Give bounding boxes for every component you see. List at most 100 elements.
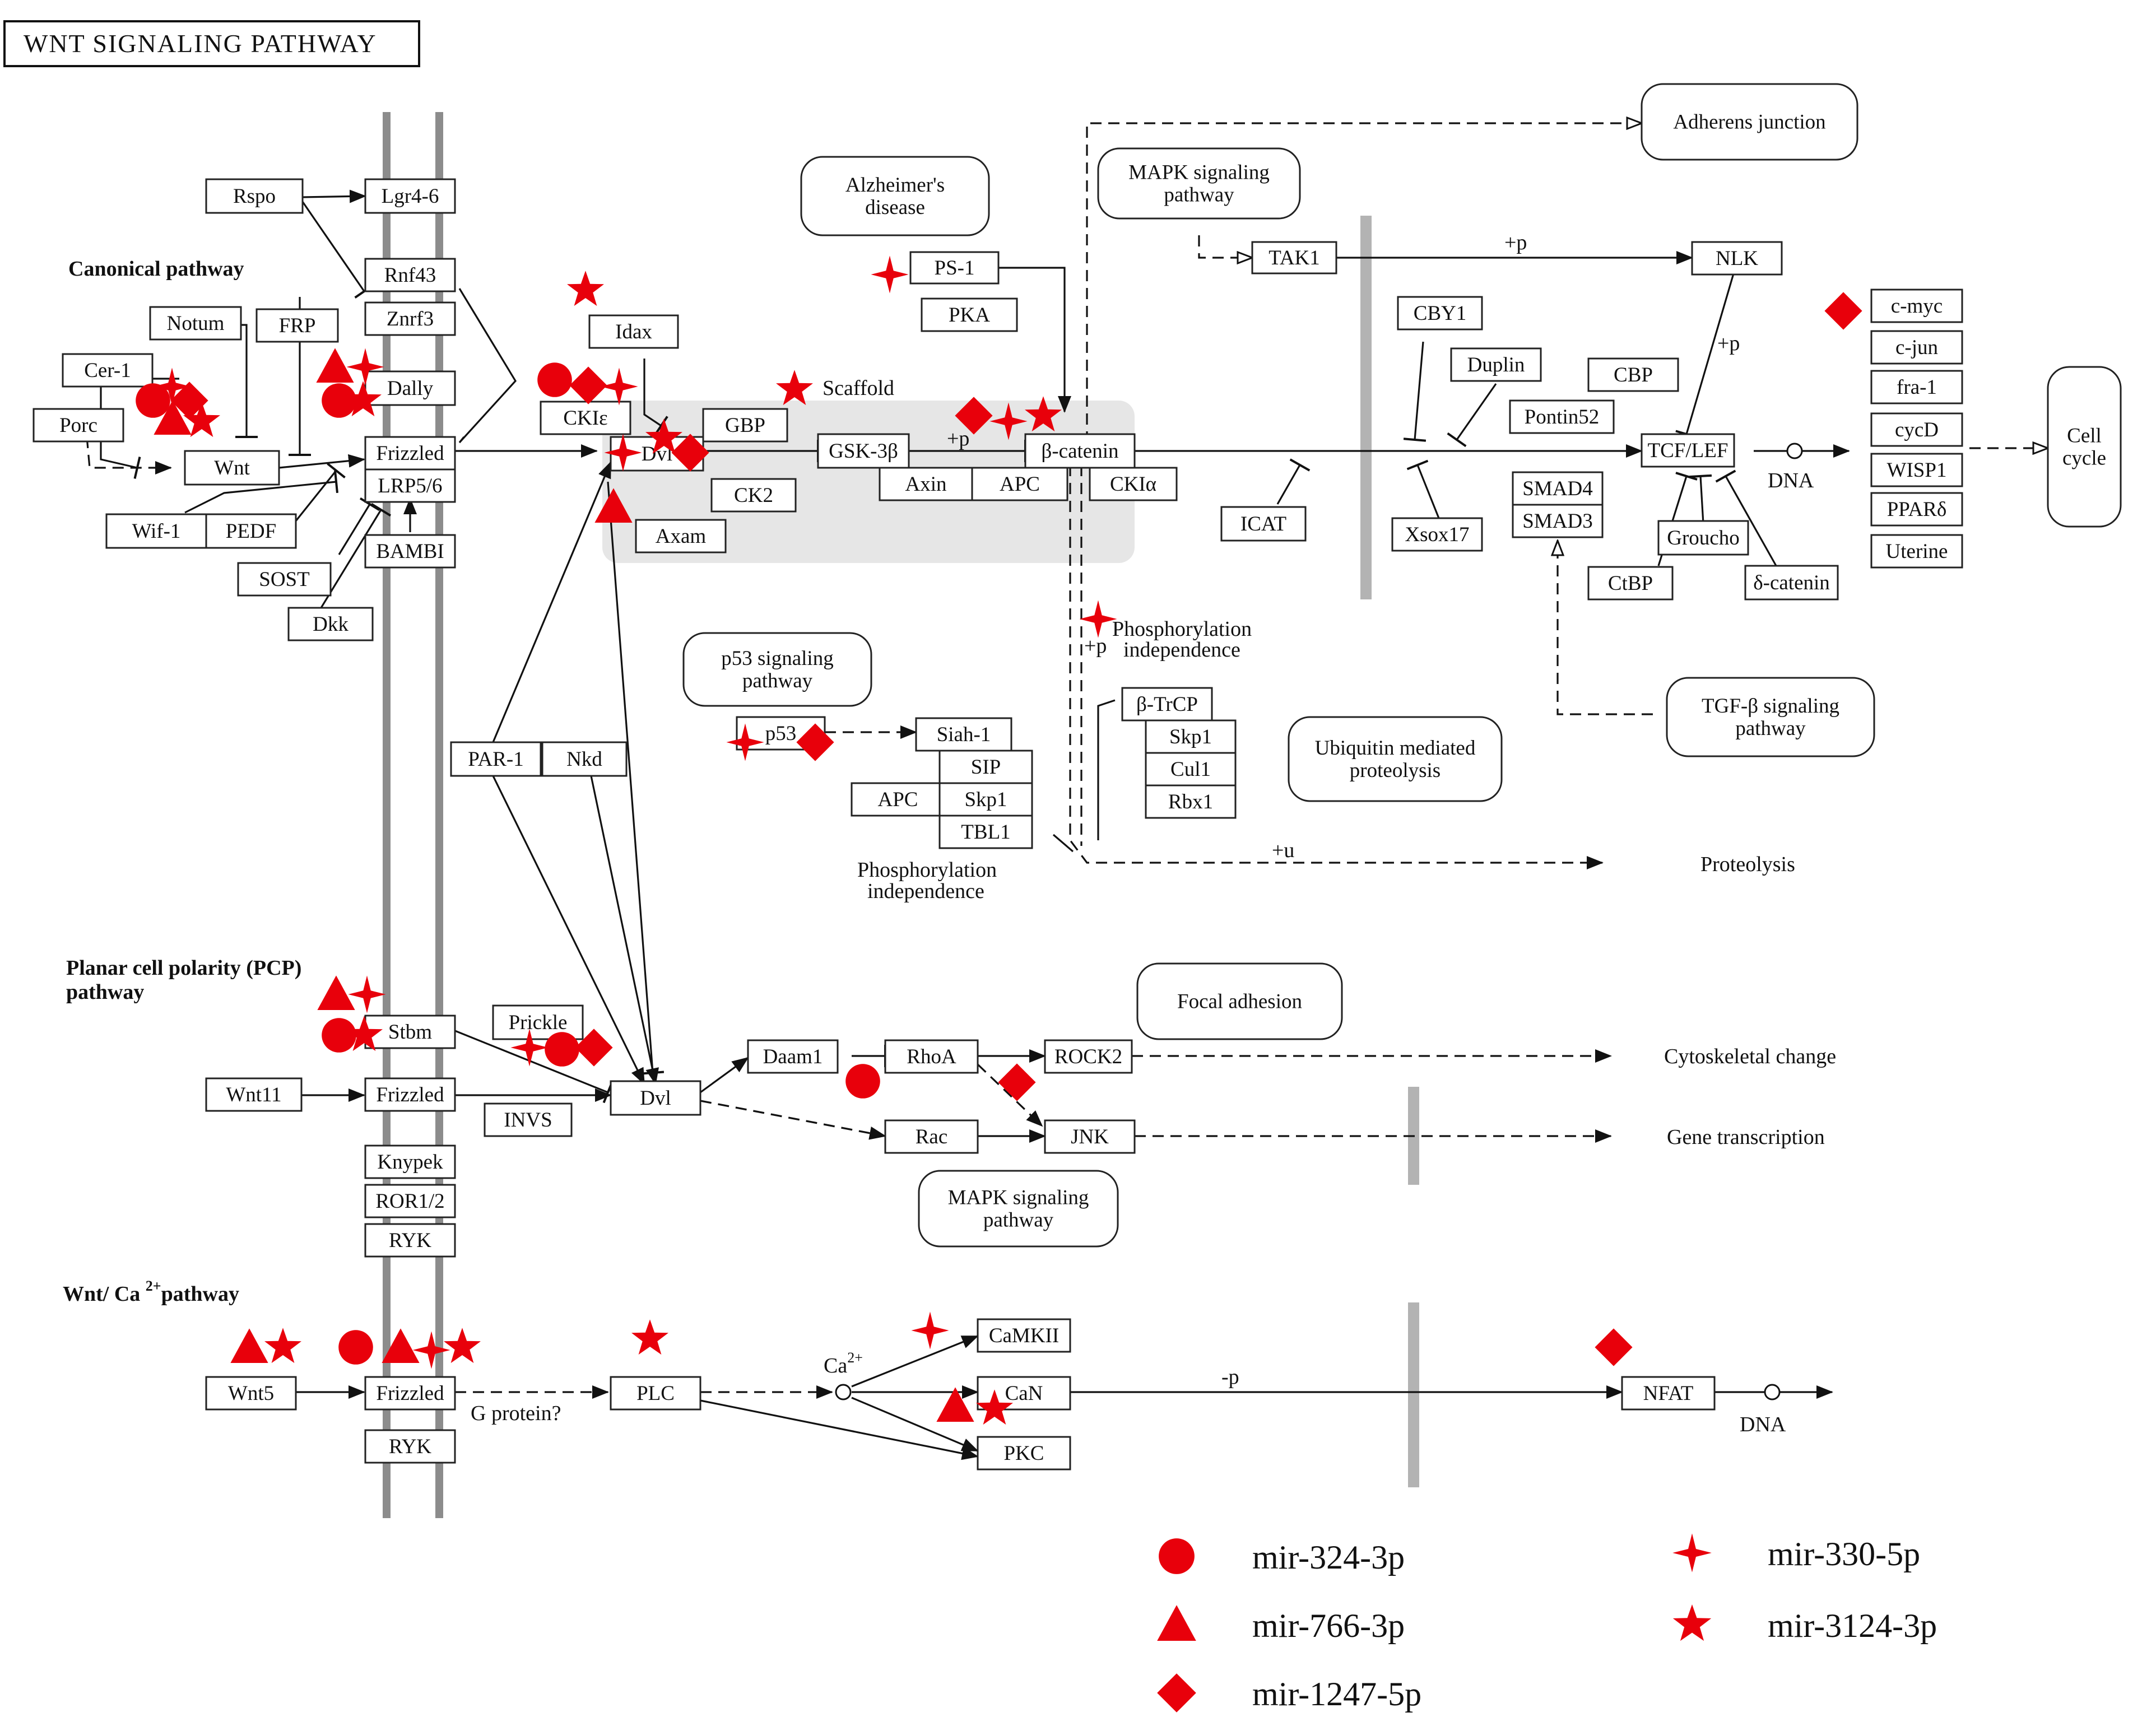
gene-label: PPARδ — [1887, 498, 1947, 521]
gene-wif1: Wif-1 — [105, 513, 207, 549]
gene-stbm: Stbm — [364, 1015, 456, 1049]
gene-ryk1: RYK — [364, 1223, 456, 1258]
gene-label: Porc — [59, 414, 97, 437]
gene-label: Dvl — [640, 1087, 671, 1110]
gene-nfat: NFAT — [1621, 1376, 1716, 1411]
gene-frizzled3: Frizzled — [364, 1376, 456, 1411]
marker-diamond-icon — [796, 723, 834, 761]
gene-label: Idax — [615, 320, 652, 343]
pathway-label: MAPK signaling — [1128, 161, 1270, 184]
legend-label: mir-1247-5p — [1252, 1676, 1421, 1713]
marker-circle-icon — [1159, 1538, 1195, 1574]
gene-label: PEDF — [226, 520, 276, 543]
marker-star-icon — [1025, 396, 1062, 432]
gene-tak1: TAK1 — [1251, 241, 1337, 274]
gene-label: WISP1 — [1887, 459, 1947, 482]
pathway-adherens[interactable]: Adherens junction — [1641, 83, 1858, 161]
marker-cross-star-icon — [989, 402, 1028, 440]
gene-label: Wnt5 — [228, 1382, 274, 1405]
marker-cross-star-icon — [1079, 600, 1117, 638]
gene-cmyc: c-myc — [1870, 289, 1963, 323]
gene-label: Stbm — [388, 1021, 432, 1044]
gene-label: c-myc — [1891, 295, 1943, 318]
marker-star-icon — [346, 1016, 383, 1051]
legend-item: mir-330-5p — [1672, 1533, 1920, 1572]
gene-daam1: Daam1 — [747, 1039, 839, 1074]
gene-apc1: APC — [971, 467, 1068, 501]
pathway-focal[interactable]: Focal adhesion — [1136, 962, 1343, 1040]
gene-label: Knypek — [377, 1151, 443, 1174]
gene-label: Rac — [916, 1125, 948, 1148]
gene-groucho: Groucho — [1657, 520, 1749, 556]
marker-cross-star-icon — [600, 367, 638, 406]
gene-knypek: Knypek — [364, 1144, 456, 1179]
gene-cby1: CBY1 — [1397, 296, 1483, 331]
legend-label: mir-330-5p — [1768, 1535, 1920, 1572]
gene-dkk: Dkk — [287, 607, 374, 641]
gene-label: Rbx1 — [1168, 790, 1213, 813]
plus-p-label: +p — [947, 427, 969, 450]
minus-p-label: -p — [1221, 1365, 1239, 1389]
marker-diamond-icon — [671, 434, 709, 472]
pathway-label: pathway — [983, 1209, 1054, 1232]
gene-skp1a: Skp1 — [938, 782, 1033, 817]
marker-circle-icon — [845, 1064, 880, 1099]
gene-label: NFAT — [1643, 1382, 1694, 1405]
gene-rbx1: Rbx1 — [1145, 784, 1237, 819]
marker-triangle-icon — [316, 348, 354, 383]
gene-label: CBP — [1614, 364, 1653, 387]
gene-cbp: CBP — [1587, 357, 1679, 392]
gene-label: Axam — [656, 525, 707, 548]
gene-label: PS-1 — [935, 257, 975, 280]
gene-camkii: CaMKII — [977, 1318, 1071, 1353]
nuclear-boundary — [1360, 216, 1419, 1487]
marker-diamond-icon — [1157, 1673, 1196, 1713]
gene-label: Frizzled — [376, 1083, 444, 1106]
pathway-label: Alzheimer's — [845, 174, 945, 197]
gene-label: Frizzled — [376, 442, 444, 465]
gene-label: Duplin — [1467, 353, 1525, 376]
gene-label: CKIε — [563, 407, 607, 430]
gene-porc: Porc — [32, 408, 124, 443]
gene-rhoa: RhoA — [884, 1039, 979, 1074]
gene-frizzled1: Frizzled — [364, 436, 456, 471]
gene-icat: ICAT — [1220, 506, 1307, 542]
gene-dvl2: Dvl — [610, 1080, 701, 1116]
marker-diamond-icon — [170, 381, 208, 420]
gene-cjun: c-jun — [1870, 330, 1963, 365]
gene-label: SIP — [971, 756, 1001, 779]
legend-label: mir-766-3p — [1252, 1607, 1405, 1644]
gene-label: Rspo — [233, 185, 276, 208]
plus-p-label: +p — [1084, 634, 1107, 658]
marker-triangle-icon — [317, 975, 355, 1010]
legend-item: mir-3124-3p — [1672, 1604, 1937, 1644]
scaffold-label: Scaffold — [823, 376, 894, 400]
marker-diamond-icon — [575, 1029, 613, 1067]
gene-label: FRP — [279, 314, 316, 337]
marker-cross-star-icon — [1672, 1533, 1712, 1572]
plus-p-label: +p — [1717, 332, 1740, 355]
gene-wisp1: WISP1 — [1870, 453, 1963, 487]
gene-ppard: PPARδ — [1870, 492, 1963, 527]
pathway-label: pathway — [1735, 717, 1806, 740]
marker-cross-star-icon — [510, 1029, 549, 1067]
dna-label: DNA — [1740, 1413, 1786, 1436]
gene-cki_e: CKIε — [540, 401, 631, 435]
marker-cross-star-icon — [726, 723, 764, 761]
gene-label: Siah-1 — [937, 723, 991, 746]
gene-label: Xsox17 — [1405, 523, 1469, 546]
gene-label: ROR1/2 — [375, 1190, 444, 1213]
annotations: Scaffold +p +p +p +p +u -p DNA DNA Ca2+ … — [471, 231, 1836, 1436]
gene-label: Cer-1 — [84, 359, 131, 382]
gene-nkd: Nkd — [541, 741, 628, 777]
gene-label: CBY1 — [1414, 302, 1467, 325]
pathway-label: Focal adhesion — [1177, 990, 1302, 1013]
